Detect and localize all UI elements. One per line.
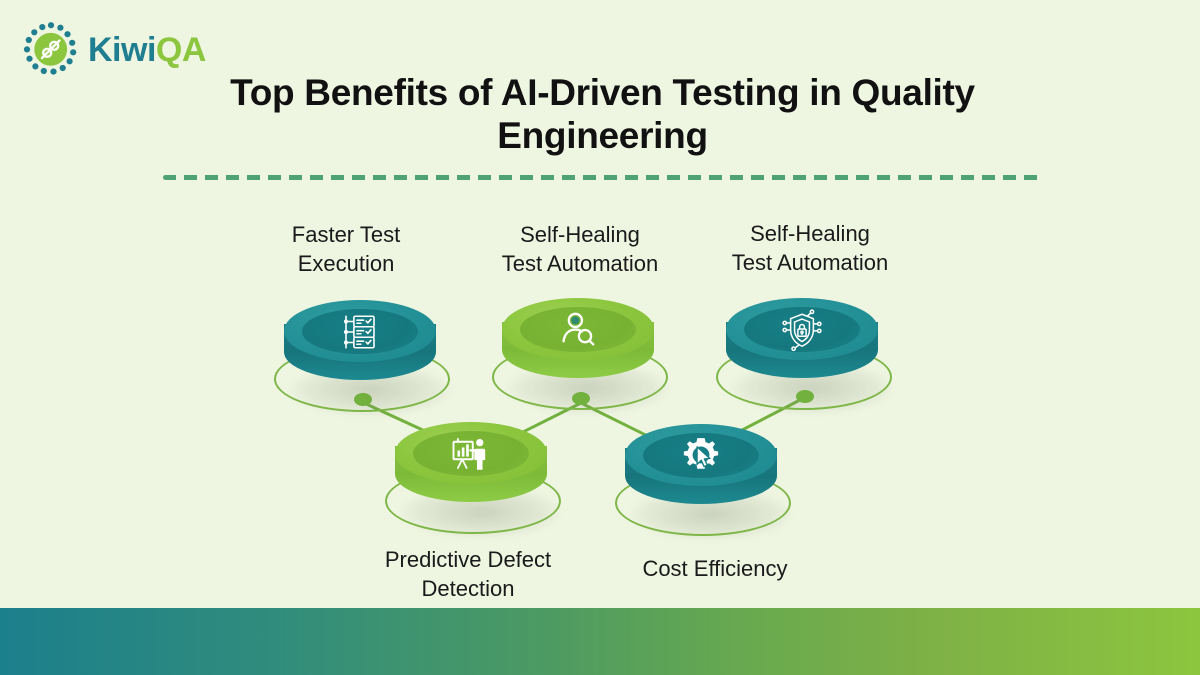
kiwiqa-logo-text: KiwiQA	[88, 33, 206, 67]
kiwiqa-logo[interactable]: KiwiQA	[22, 20, 252, 80]
label-faster-test-execution: Faster Test Execution	[291, 222, 401, 277]
label-self-healing-test-automation-1: Self-Healing Test Automation	[501, 222, 659, 277]
logo-text-qa: QA	[155, 31, 207, 69]
test-list-icon	[330, 310, 390, 354]
node-predictive-defect-detection[interactable]	[383, 412, 563, 562]
dashed-divider	[163, 175, 1040, 180]
footer-gradient-bar	[0, 608, 1200, 675]
node-self-healing-test-automation-1[interactable]	[490, 288, 670, 438]
node-faster-test-execution[interactable]	[272, 290, 452, 440]
page-title: Top Benefits of AI-Driven Testing in Qua…	[230, 72, 975, 156]
shield-lock-icon	[772, 308, 832, 352]
logo-text-kiwi: Kiwi	[88, 31, 156, 69]
disc-self-healing-1	[490, 288, 670, 418]
node-cost-efficiency[interactable]	[613, 414, 793, 564]
node-self-healing-test-automation-2[interactable]	[714, 288, 894, 438]
disc-well	[413, 431, 529, 476]
user-search-icon	[548, 308, 608, 352]
label-cost-efficiency: Cost Efficiency	[642, 556, 788, 581]
gear-cursor-icon	[671, 434, 731, 478]
connector-dot	[354, 393, 372, 406]
connector-dot	[572, 392, 590, 405]
kiwiqa-dotted-circle-logo-icon	[22, 21, 80, 79]
disc-self-healing-2	[714, 288, 894, 418]
label-self-healing-test-automation-2: Self-Healing Test Automation	[731, 221, 889, 276]
label-predictive-defect-detection: Predictive Defect Detection	[384, 547, 552, 602]
presentation-chart-person-icon	[441, 432, 501, 476]
disc-predictive-defect-detection	[383, 412, 563, 542]
disc-cost-efficiency	[613, 414, 793, 544]
disc-faster-test-execution	[272, 290, 452, 420]
connector-dot	[796, 390, 814, 403]
